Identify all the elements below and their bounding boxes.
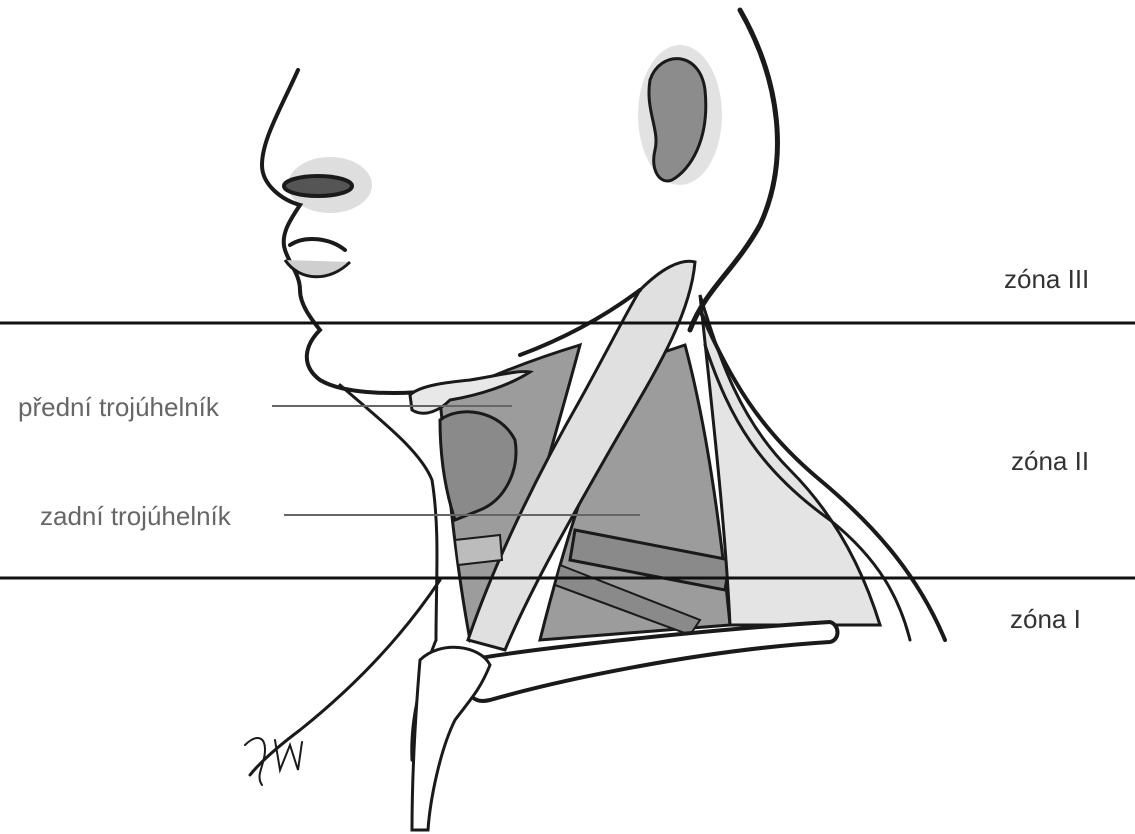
artist-signature	[245, 738, 302, 785]
trapezius-muscle	[700, 295, 880, 625]
anterior-triangle-label: přední trojúhelník	[18, 392, 219, 423]
posterior-triangle-label: zadní trojúhelník	[40, 501, 231, 532]
clavicle	[467, 622, 838, 701]
face-profile	[262, 70, 440, 393]
zone-3-label: zóna III	[1004, 264, 1089, 295]
upper-lip	[290, 239, 345, 250]
zone-1-label: zóna I	[1010, 604, 1081, 635]
throat-line	[340, 385, 437, 640]
nostril	[284, 176, 352, 196]
zone-2-label: zóna II	[1011, 446, 1089, 477]
sternum	[412, 647, 490, 830]
cricoid-ring	[455, 535, 502, 565]
